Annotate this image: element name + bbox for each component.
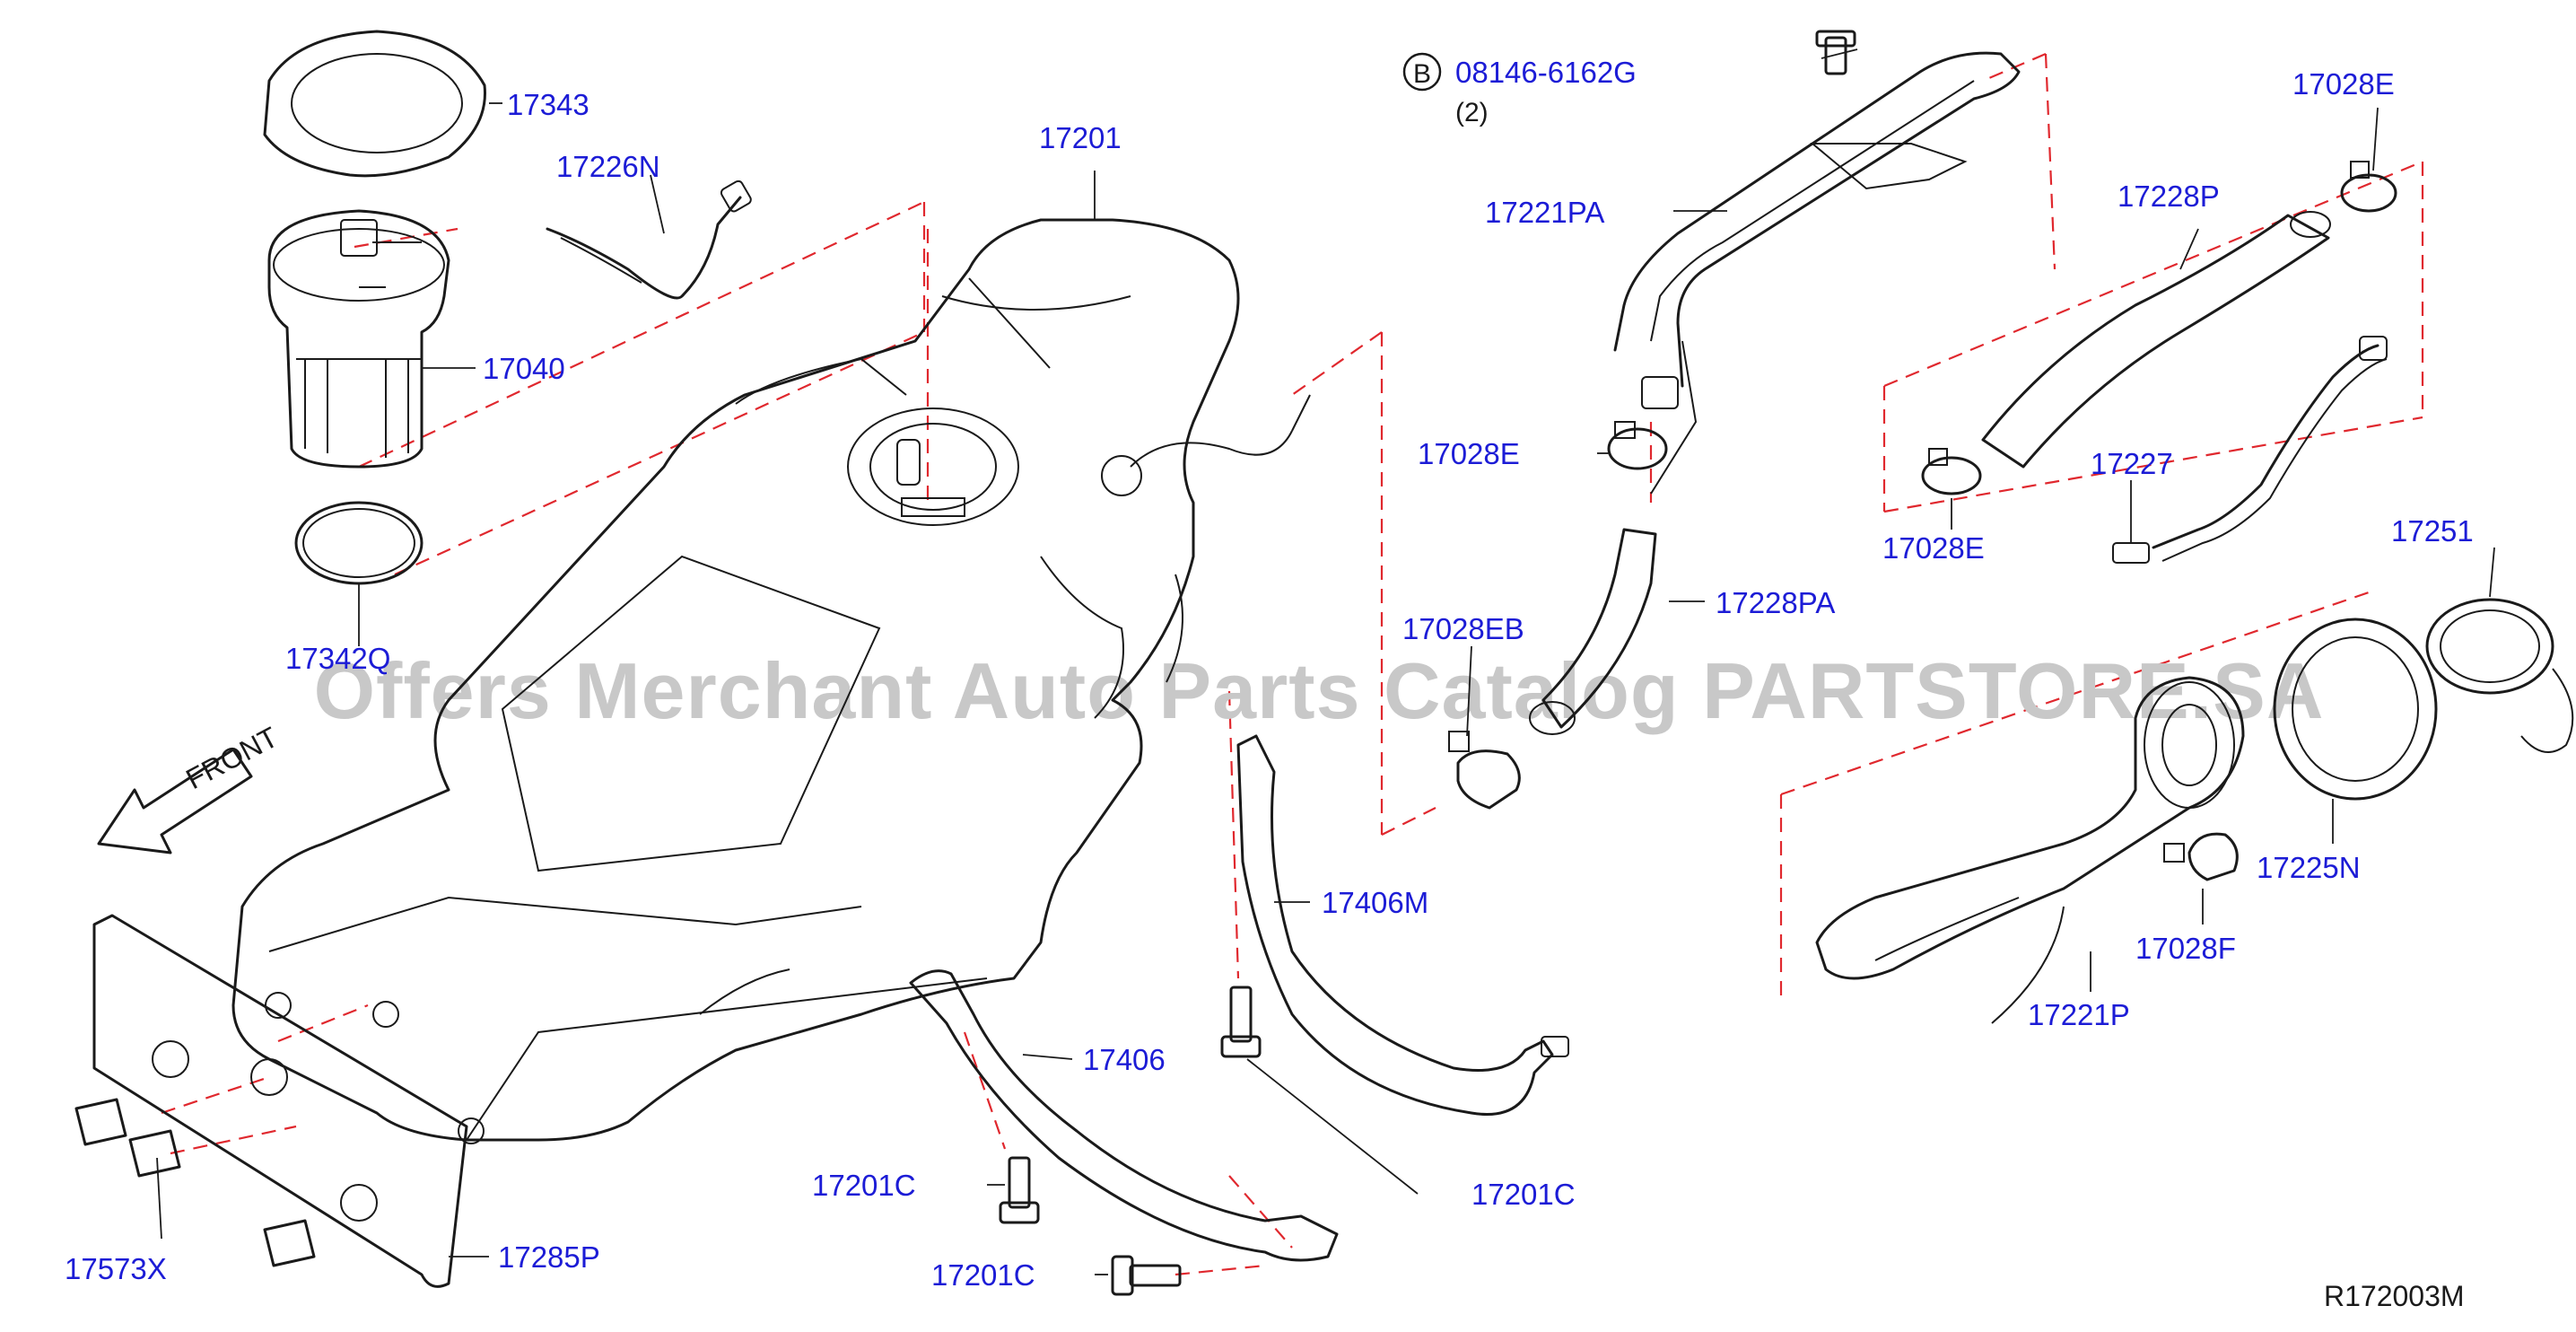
part-labels: 17343 17226N 17040 17342Q 17201 17221PA … [65,67,2474,1292]
filler-tube-17221P[interactable] [1815,676,2245,1024]
label-17201[interactable]: 17201 [1039,121,1122,154]
clip-17573X-b[interactable] [128,1129,181,1178]
lock-ring-17343[interactable] [263,30,486,178]
label-17201C-a[interactable]: 17201C [812,1169,916,1202]
fuel-pump-17040[interactable] [267,209,450,469]
gasket-17342Q[interactable] [294,501,424,585]
label-17228PA[interactable]: 17228PA [1716,586,1835,619]
protector-17285P[interactable] [92,914,468,1288]
clamp-17028E-b[interactable] [2340,161,2397,213]
clamp-17028E-a[interactable] [1607,421,1668,470]
leader-lines [156,48,2495,1275]
clip-17573X-a[interactable] [74,1098,127,1146]
filler-cap-17251[interactable] [2425,598,2574,753]
label-17028F[interactable]: 17028F [2135,932,2236,965]
label-17406M[interactable]: 17406M [1322,886,1428,919]
label-17221P[interactable]: 17221P [2028,998,2130,1031]
label-17228P[interactable]: 17228P [2118,180,2220,213]
label-17251[interactable]: 17251 [2391,514,2474,548]
clamp-17028E-c[interactable] [1921,448,1982,495]
label-17406[interactable]: 17406 [1083,1043,1166,1076]
breather-tube-17227[interactable] [2112,336,2388,564]
clamp-17028EB[interactable] [1448,731,1521,810]
label-17342Q[interactable]: 17342Q [285,642,390,675]
label-17028E-a[interactable]: 17028E [1418,437,1520,470]
callout-badge-letter: B [1413,59,1431,89]
callout-badge [1402,52,1442,92]
fuel-tank-17201[interactable] [231,218,1311,1144]
hose-17226N[interactable] [546,180,753,300]
label-17201C-c[interactable]: 17201C [931,1258,1035,1292]
label-17573X[interactable]: 17573X [65,1252,167,1285]
bolt-17201C-c[interactable] [1111,1255,1182,1296]
bolt-08146-6162G[interactable] [1815,30,1856,75]
callout-quantity: (2) [1455,98,1489,127]
strap-17406[interactable] [909,969,1339,1262]
front-arrow-icon [97,748,253,854]
watermark-text: Offers Merchant Auto Parts Catalog PARTS… [314,646,2325,735]
label-17285P[interactable]: 17285P [498,1240,600,1274]
filler-tube-17221PA[interactable] [1613,51,2021,495]
bolt-17201C-b[interactable] [1220,986,1262,1058]
label-17221PA[interactable]: 17221PA [1485,196,1604,229]
clamp-17028F[interactable] [2163,832,2239,881]
hose-17228P[interactable] [1981,211,2331,469]
label-17226N[interactable]: 17226N [556,150,660,183]
label-17028EB[interactable]: 17028EB [1402,612,1524,645]
label-17343[interactable]: 17343 [507,88,589,121]
drawing-id: R172003M [2324,1280,2465,1312]
label-17225N[interactable]: 17225N [2257,851,2361,884]
callout-part-number[interactable]: 08146-6162G [1455,56,1637,89]
alignment-dashes [161,52,2424,1276]
seal-17225N[interactable] [2273,618,2438,801]
label-17201C-b[interactable]: 17201C [1471,1178,1576,1211]
clip-17573X-c[interactable] [263,1219,316,1267]
label-17028E-c[interactable]: 17028E [1882,531,1985,565]
bolt-17201C-a[interactable] [999,1156,1040,1224]
label-17028E-b[interactable]: 17028E [2292,67,2395,101]
strap-17406M[interactable] [1236,734,1569,1116]
bolt-callout: B 08146-6162G (2) [1402,52,1637,127]
hose-17228PA[interactable] [1529,528,1657,735]
front-indicator: FRONT [97,721,284,854]
label-17040[interactable]: 17040 [483,352,565,385]
front-label: FRONT [180,721,283,796]
label-17227[interactable]: 17227 [2091,447,2173,480]
